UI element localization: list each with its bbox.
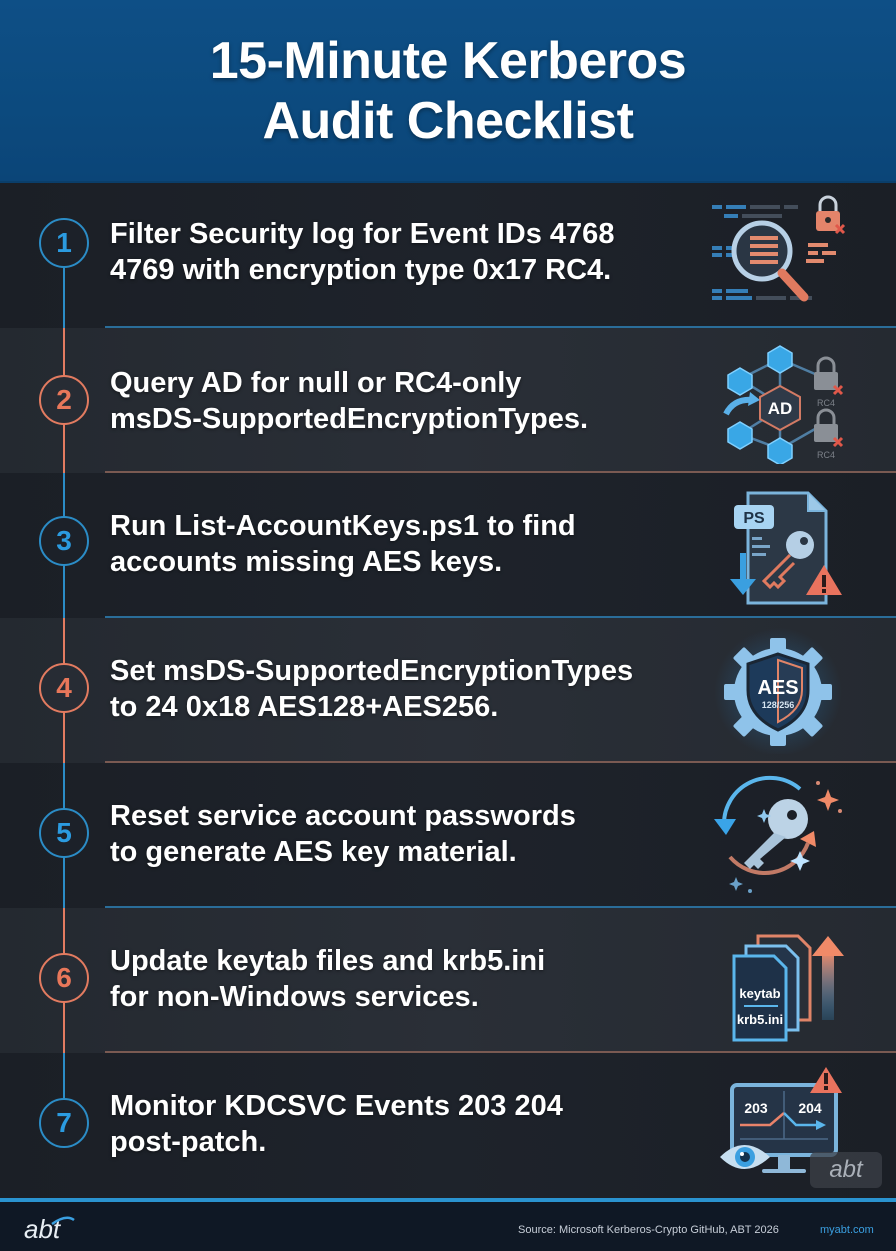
powershell-key-warning-icon: PS xyxy=(700,479,860,609)
timeline-line xyxy=(63,1053,65,1098)
step-text: Run List-AccountKeys.ps1 to find account… xyxy=(110,510,576,578)
checklist-step-5: 5 Reset service account passwords to gen… xyxy=(0,763,896,908)
title-line-2: Audit Checklist xyxy=(262,91,634,150)
step-text: Query AD for null or RC4-only msDS-Suppo… xyxy=(110,367,589,435)
row-divider xyxy=(105,761,896,763)
step-number-badge: 5 xyxy=(39,808,89,858)
row-divider xyxy=(105,326,896,328)
magnifier-log-lock-icon xyxy=(700,191,860,321)
checklist-step-3: 3 Run List-AccountKeys.ps1 to find accou… xyxy=(0,473,896,618)
checklist-step-2: 2 Query AD for null or RC4-only msDS-Sup… xyxy=(0,328,896,473)
step-text: Filter Security log for Event IDs 4768 4… xyxy=(110,218,615,286)
step-text: Update keytab files and krb5.ini for non… xyxy=(110,945,546,1013)
svg-text:AD: AD xyxy=(768,399,793,418)
svg-text:keytab: keytab xyxy=(739,986,780,1001)
step-number-badge: 1 xyxy=(39,218,89,268)
step-text: Reset service account passwords to gener… xyxy=(110,800,576,868)
ad-network-rc4-icon: AD RC4 RC4 xyxy=(700,334,860,466)
page-title: 15-Minute Kerberos Audit Checklist xyxy=(209,31,687,151)
svg-text:AES: AES xyxy=(757,677,798,699)
watermark-logo: abt xyxy=(810,1152,882,1188)
checklist-step-7: 7 Monitor KDCSVC Events 203 204 post-pat… xyxy=(0,1053,896,1198)
checklist-step-6: 6 Update keytab files and krb5.ini for n… xyxy=(0,908,896,1053)
svg-text:abt: abt xyxy=(24,1214,62,1244)
checklist-step-1: 1 Filter Security log for Event IDs 4768… xyxy=(0,183,896,328)
svg-text:RC4: RC4 xyxy=(817,398,835,408)
row-divider xyxy=(105,616,896,618)
key-rotate-icon xyxy=(700,769,860,899)
aes-gear-shield-icon: AES 128/256 xyxy=(700,624,860,756)
source-citation: Source: Microsoft Kerberos-Crypto GitHub… xyxy=(518,1224,779,1236)
row-divider xyxy=(105,906,896,908)
config-files-upload-icon: keytab krb5.ini xyxy=(700,914,860,1044)
step-text: Monitor KDCSVC Events 203 204 post-patch… xyxy=(110,1090,563,1158)
step-number-badge: 3 xyxy=(39,516,89,566)
row-divider xyxy=(105,471,896,473)
title-banner: 15-Minute Kerberos Audit Checklist xyxy=(0,0,896,183)
abt-logo: abt xyxy=(18,1208,78,1248)
step-number-badge: 7 xyxy=(39,1098,89,1148)
step-number-badge: 4 xyxy=(39,663,89,713)
svg-text:krb5.ini: krb5.ini xyxy=(737,1012,783,1027)
checklist: 1 Filter Security log for Event IDs 4768… xyxy=(0,183,896,1198)
svg-text:203: 203 xyxy=(744,1100,768,1116)
svg-text:RC4: RC4 xyxy=(817,450,835,460)
svg-text:128/256: 128/256 xyxy=(762,700,795,710)
step-text: Set msDS-SupportedEncryptionTypes to 24 … xyxy=(110,655,634,723)
timeline-line xyxy=(63,268,65,328)
step-number-badge: 6 xyxy=(39,953,89,1003)
website-link[interactable]: myabt.com xyxy=(820,1224,874,1236)
step-number-badge: 2 xyxy=(39,375,89,425)
title-line-1: 15-Minute Kerberos xyxy=(209,31,687,90)
footer: abt Source: Microsoft Kerberos-Crypto Gi… xyxy=(0,1198,896,1251)
svg-text:204: 204 xyxy=(798,1100,822,1116)
svg-text:PS: PS xyxy=(743,510,765,527)
monitor-eye-alert-icon: 203 204 xyxy=(700,1061,860,1191)
checklist-step-4: 4 Set msDS-SupportedEncryptionTypes to 2… xyxy=(0,618,896,763)
row-divider xyxy=(105,1051,896,1053)
